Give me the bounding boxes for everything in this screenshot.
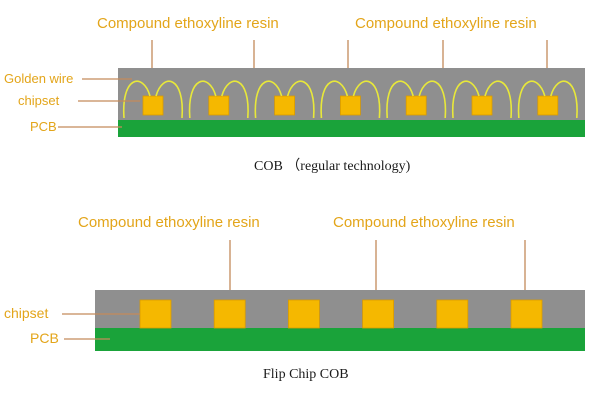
cob-golden-wires [123, 80, 578, 119]
cob-pcb-label: PCB [30, 119, 57, 134]
cob-chip [471, 95, 493, 116]
golden-wire-left [320, 80, 349, 119]
cob-chipset-row [142, 95, 559, 116]
flip-chipset-label: chipset [4, 305, 48, 321]
flip-pcb-label: PCB [30, 330, 59, 346]
flip-chipset-row [139, 299, 543, 329]
flip-chip [510, 299, 543, 329]
flip-side-leaders [62, 313, 140, 340]
golden-wire-left [452, 80, 480, 119]
flip-chip [362, 299, 395, 329]
golden-wire-left [386, 80, 414, 119]
cob-golden-wire-label: Golden wire [4, 71, 73, 86]
golden-wire-left [123, 80, 151, 119]
golden-wire-right [550, 80, 578, 119]
cob-pcb-layer [118, 120, 585, 137]
cob-diagram: Compound ethoxyline resin Compound ethox… [4, 15, 585, 174]
flip-pcb-layer [95, 328, 585, 351]
cob-side-leaders [58, 78, 140, 128]
cob-resin-label-left: Compound ethoxyline resin [97, 15, 279, 32]
flip-chip [436, 299, 469, 329]
flip-resin-leaders [229, 240, 526, 290]
flip-caption: Flip Chip COB [263, 367, 349, 382]
cob-chip [208, 95, 230, 116]
golden-wire-right [221, 80, 249, 119]
cob-chip [274, 95, 296, 116]
cob-chip [405, 95, 427, 116]
cob-resin-label-right: Compound ethoxyline resin [355, 15, 537, 32]
cob-chipset-label: chipset [18, 93, 60, 108]
cob-caption: COB （regular technology) [254, 158, 411, 174]
flip-chip [287, 299, 320, 329]
golden-wire-right [155, 80, 183, 119]
golden-wire-left [517, 80, 546, 119]
flip-chip-diagram: Compound ethoxyline resin Compound ethox… [4, 214, 585, 382]
flip-resin-label-right: Compound ethoxyline resin [333, 214, 515, 231]
flip-resin-layer [95, 290, 585, 328]
flip-chip [139, 299, 172, 329]
golden-wire-right [484, 80, 512, 119]
golden-wire-right [352, 80, 381, 119]
golden-wire-right [418, 80, 447, 119]
flip-chip [213, 299, 246, 329]
flip-resin-label-left: Compound ethoxyline resin [78, 214, 260, 231]
golden-wire-left [188, 80, 217, 119]
cob-resin-leaders [151, 40, 548, 68]
golden-wire-left [254, 80, 283, 119]
cob-chip [142, 95, 164, 116]
golden-wire-right [286, 80, 315, 119]
cob-chip [339, 95, 361, 116]
cob-chip [537, 95, 559, 116]
